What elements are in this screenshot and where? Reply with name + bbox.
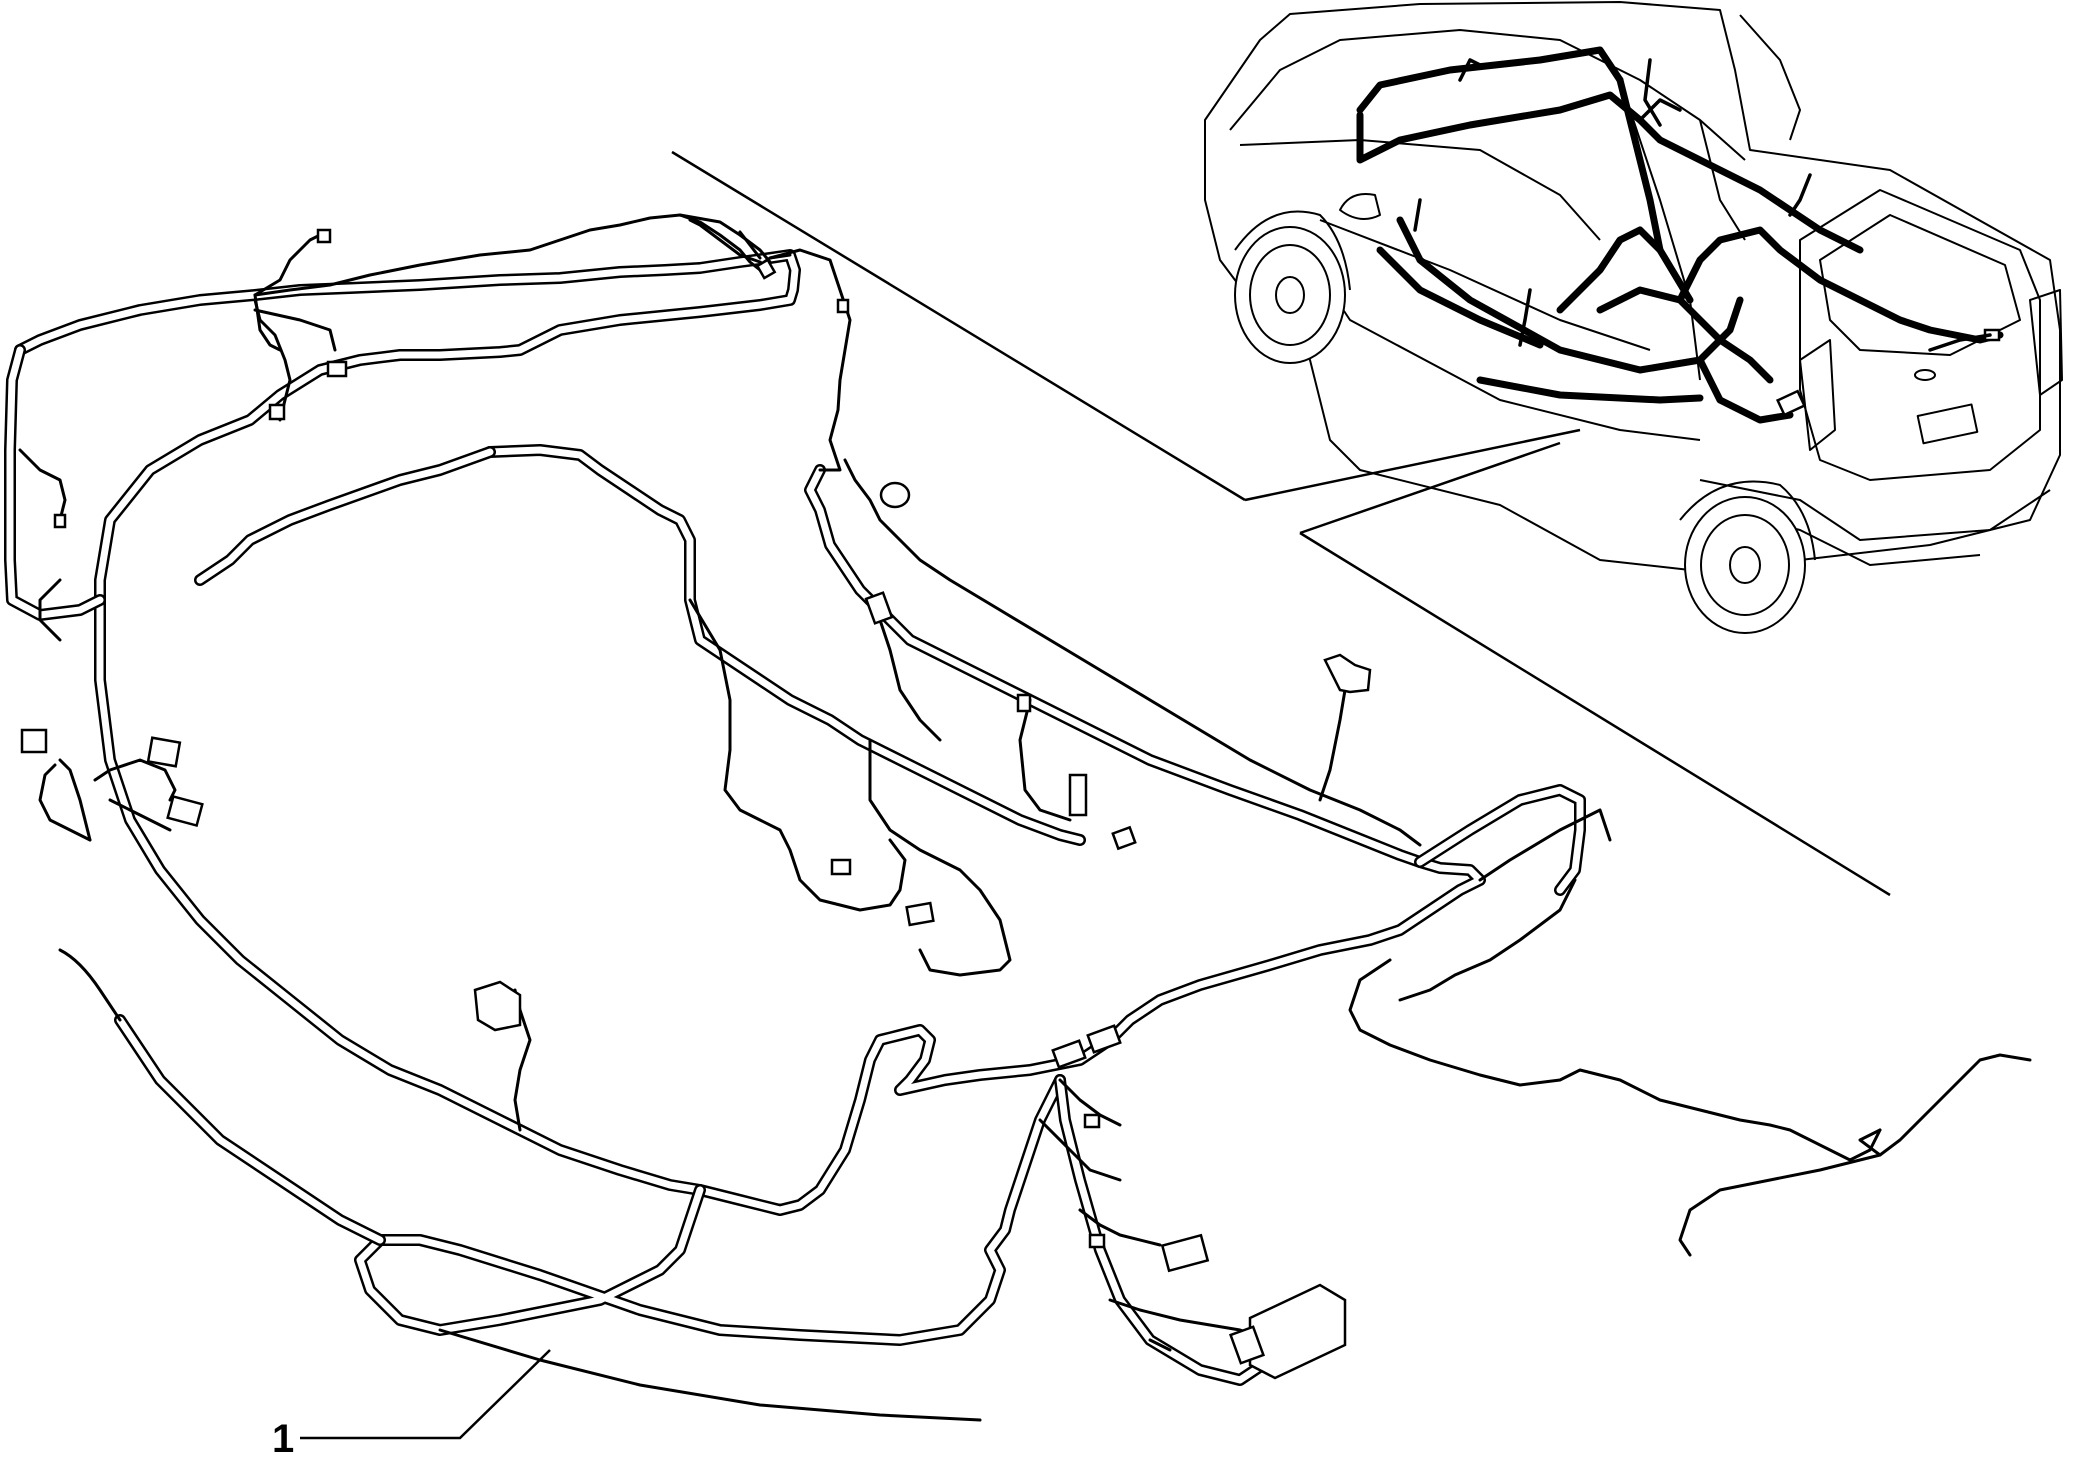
harness-main-loop bbox=[14, 249, 1486, 1216]
detail-leader-lines bbox=[671, 150, 1891, 897]
main-harness-assembly bbox=[4, 213, 2032, 1422]
callout-1: 1 bbox=[272, 1349, 551, 1461]
callout-number: 1 bbox=[272, 1417, 294, 1461]
connector-group bbox=[20, 228, 1372, 1380]
vehicle-inset bbox=[1204, 1, 2063, 634]
